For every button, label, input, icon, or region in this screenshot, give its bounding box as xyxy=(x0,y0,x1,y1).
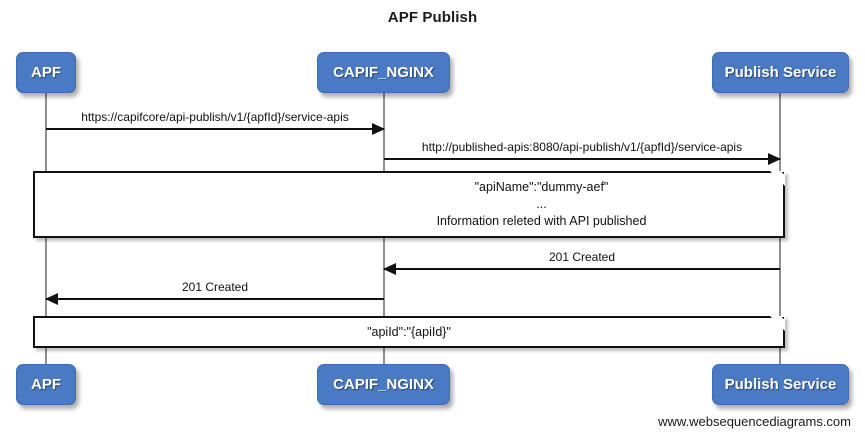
participant-label: APF xyxy=(31,376,61,393)
diagram-title: APF Publish xyxy=(387,9,478,26)
message-label: 201 Created xyxy=(548,250,616,264)
participant-capif-nginx-bottom[interactable]: CAPIF_NGINX xyxy=(317,364,450,405)
note-fold-edge-icon xyxy=(764,317,784,337)
message-line xyxy=(46,298,384,300)
note-fold-edge-icon xyxy=(764,172,784,192)
participant-label: CAPIF_NGINX xyxy=(333,376,434,393)
participant-label: APF xyxy=(31,64,61,81)
arrowhead-left-icon xyxy=(383,263,396,275)
note-api-payload: "apiName":"dummy-aef" ... Information re… xyxy=(33,171,785,238)
participant-publish-service-top[interactable]: Publish Service xyxy=(712,52,849,93)
message-label: https://capifcore/api-publish/v1/{apfId}… xyxy=(81,110,349,124)
participant-capif-nginx-top[interactable]: CAPIF_NGINX xyxy=(317,52,450,93)
participant-label: CAPIF_NGINX xyxy=(333,64,434,81)
message-label: 201 Created xyxy=(181,280,249,294)
message-label: http://published-apis:8080/api-publish/v… xyxy=(421,140,743,154)
message-line xyxy=(46,128,384,130)
participant-apf-bottom[interactable]: APF xyxy=(16,364,76,405)
note-body: "apiName":"dummy-aef" ... Information re… xyxy=(35,179,783,230)
participant-label: Publish Service xyxy=(724,376,837,393)
participant-label: Publish Service xyxy=(724,64,837,81)
participant-apf-top[interactable]: APF xyxy=(16,52,76,93)
arrowhead-right-icon xyxy=(372,123,385,135)
note-text-line: ... xyxy=(536,197,547,211)
message-line xyxy=(384,268,780,270)
note-text-line: "apiId":"{apiId}" xyxy=(367,324,451,339)
note-api-id: "apiId":"{apiId}" xyxy=(33,316,785,348)
arrowhead-right-icon xyxy=(768,153,781,165)
note-text-line: "apiName":"dummy-aef" xyxy=(474,180,609,194)
participant-publish-service-bottom[interactable]: Publish Service xyxy=(712,364,849,405)
arrowhead-left-icon xyxy=(45,293,58,305)
footer-watermark: www.websequencediagrams.com xyxy=(658,414,851,429)
message-line xyxy=(384,158,780,160)
note-text-line: Information releted with API published xyxy=(436,214,647,228)
